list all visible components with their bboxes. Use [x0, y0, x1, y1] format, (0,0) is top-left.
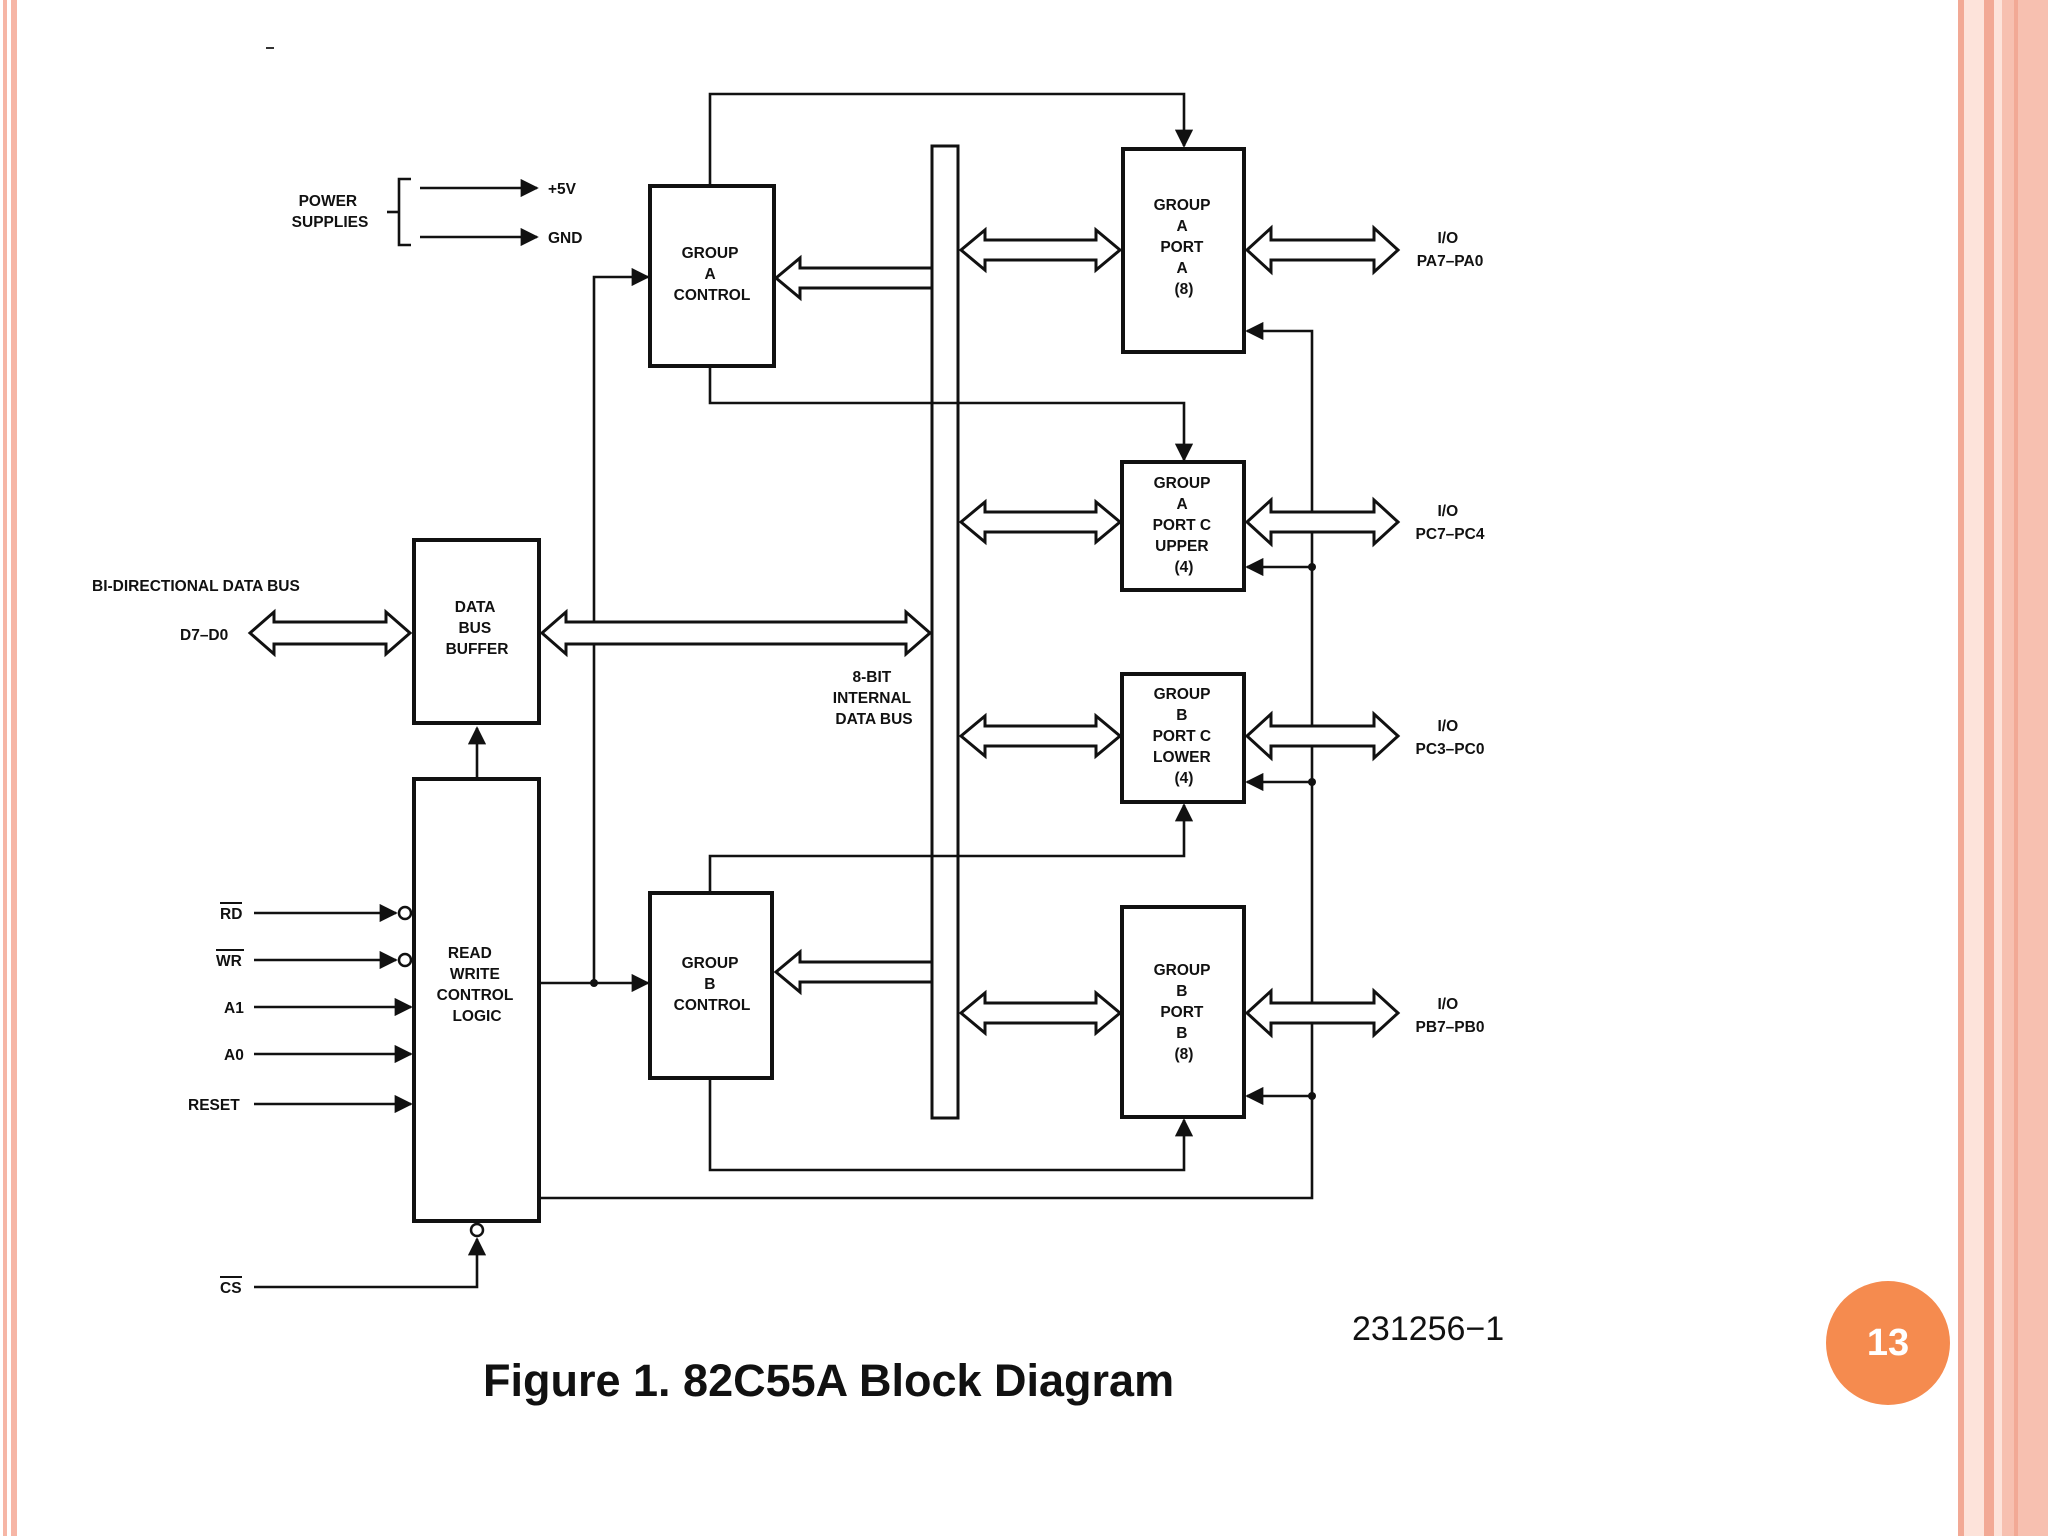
- group-b-port-b-label: GROUP B PORT B (8): [1154, 962, 1215, 1063]
- a1-label: A1: [224, 1000, 244, 1017]
- gnd-label: GND: [548, 230, 582, 247]
- buffer-internal-bus-arrow: [539, 608, 933, 658]
- port-b-io-arrow: [1244, 987, 1401, 1039]
- group-a-port-a-block: [1121, 147, 1246, 354]
- port-c-upper-io-arrow: [1244, 496, 1401, 548]
- group-b-port-c-lower-block: [1120, 672, 1246, 804]
- figure-id: 231256−1: [1352, 1310, 1504, 1348]
- feedback-line-to-port-a: [539, 321, 1314, 1200]
- cs-label: CS: [220, 1280, 242, 1297]
- group-b-port-b-block: [1120, 905, 1246, 1119]
- external-data-bus-arrow: [247, 608, 413, 658]
- stray-mark: [266, 47, 274, 49]
- data-bus-buffer-block: [412, 538, 541, 725]
- group-b-port-c-lower-label: GROUP B PORT C LOWER (4): [1153, 686, 1216, 787]
- bus-to-group-a-control: [773, 254, 934, 302]
- group-b-control-label: GROUP B CONTROL: [674, 955, 751, 1014]
- left-border-decoration: [0, 0, 24, 1536]
- rd-label: RD: [220, 906, 242, 923]
- bus-port-b-arrow: [958, 989, 1123, 1037]
- control-line-b-to-port-c-lower: [708, 803, 1194, 893]
- bidirectional-data-bus-label: BI-DIRECTIONAL DATA BUS: [92, 578, 300, 595]
- power-bracket: [397, 177, 411, 247]
- control-line-a-to-port-c-upper: [708, 366, 1194, 462]
- io-pc-lower-label: I/O PC3–PC0: [1416, 718, 1485, 758]
- cs-line: [254, 1237, 487, 1289]
- a0-label: A0: [224, 1047, 244, 1064]
- page-number: 13: [1866, 1321, 1910, 1364]
- data-bus-buffer-label: DATA BUS BUFFER: [446, 599, 509, 658]
- group-a-port-a-label: GROUP A PORT A (8): [1154, 197, 1215, 298]
- control-line-a-to-port-a: [708, 92, 1194, 186]
- group-a-port-c-upper-label: GROUP A PORT C UPPER (4): [1153, 475, 1216, 576]
- io-pb-label: I/O PB7–PB0: [1416, 996, 1485, 1036]
- io-pa-label: I/O PA7–PA0: [1417, 230, 1484, 270]
- io-pc-upper-label: I/O PC7–PC4: [1416, 503, 1485, 543]
- bus-port-a-arrow: [958, 226, 1123, 274]
- power-supplies-label: POWER SUPPLIES: [292, 193, 369, 231]
- d7-d0-label: D7–D0: [180, 627, 228, 644]
- internal-data-bus-label: 8-BIT INTERNAL DATA BUS: [833, 669, 915, 728]
- figure-caption: Figure 1. 82C55A Block Diagram: [483, 1355, 1174, 1406]
- reset-label: RESET: [188, 1097, 240, 1114]
- right-border-decoration: [1958, 0, 2048, 1536]
- group-a-control-block: [648, 184, 776, 368]
- bus-port-c-lower-arrow: [958, 712, 1123, 760]
- port-a-io-arrow: [1244, 224, 1401, 276]
- control-line-b-to-port-b: [708, 1078, 1194, 1172]
- internal-data-bus-bar: [930, 144, 960, 1120]
- page-number-badge: 13: [1826, 1281, 1950, 1405]
- bus-port-c-upper-arrow: [958, 498, 1123, 546]
- bus-to-group-b-control: [773, 948, 934, 996]
- read-write-control-logic-label: READ WRITE CONTROL LOGIC: [437, 945, 518, 1025]
- group-a-port-c-upper-block: [1120, 460, 1246, 592]
- group-a-control-label: GROUP A CONTROL: [674, 245, 751, 304]
- port-c-lower-io-arrow: [1244, 710, 1401, 762]
- plus5v-label: +5V: [548, 181, 577, 198]
- read-write-control-logic-block: [412, 777, 541, 1223]
- wr-label: WR: [216, 953, 242, 970]
